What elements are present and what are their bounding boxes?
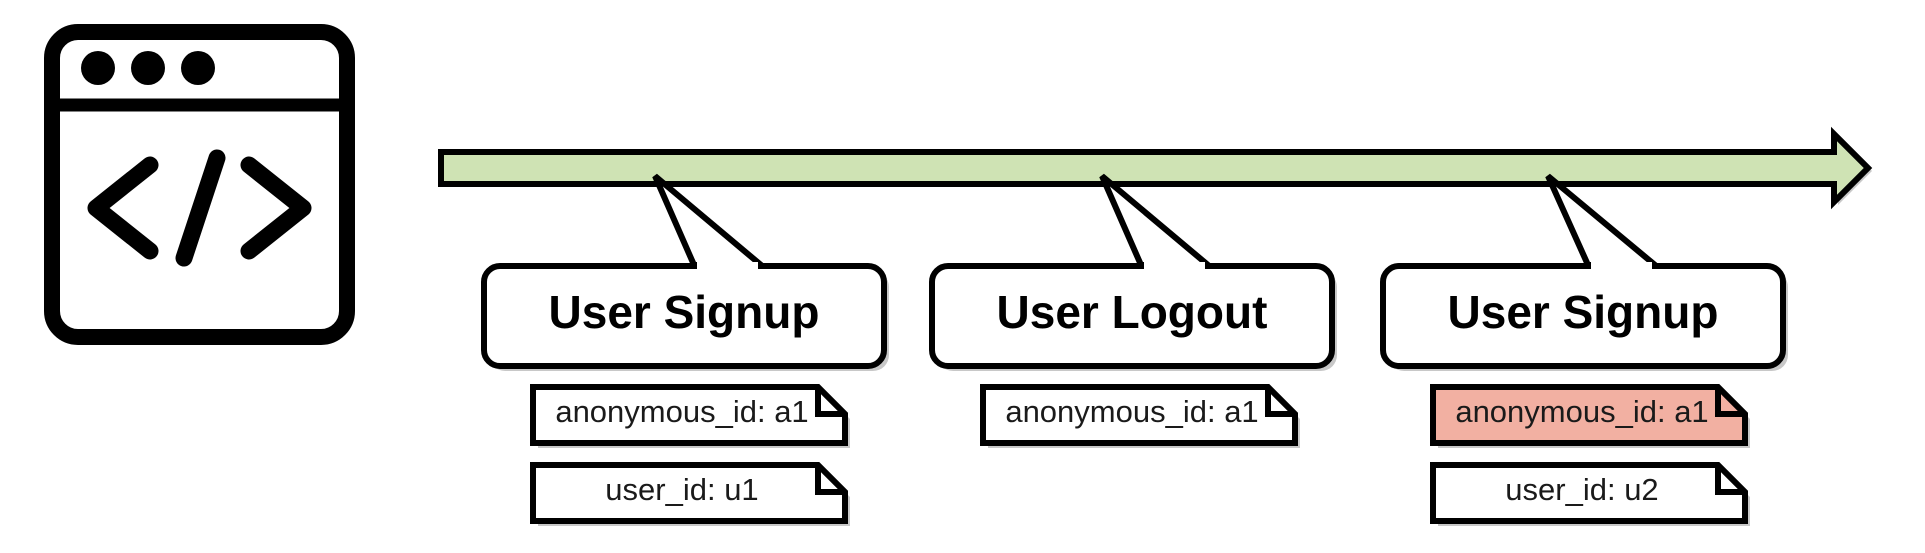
event-2-note-1-body[interactable] <box>980 384 1298 446</box>
event-1-note-1-text: anonymous_id: a1 <box>555 394 808 429</box>
event-3-note-2-fold-corner-icon <box>1715 465 1745 495</box>
event-3-title: User Signup <box>1448 286 1719 338</box>
event-1-note-1-group[interactable]: anonymous_id: a1 <box>530 384 850 448</box>
code-window-icon <box>44 24 355 345</box>
timeline-arrow-body <box>438 126 1873 210</box>
event-3-note-2-text: user_id: u2 <box>1505 472 1658 507</box>
event-1-note-1-body[interactable] <box>530 384 848 446</box>
event-3-note-2-group[interactable]: user_id: u2 <box>1430 462 1750 526</box>
event-3-note-1-body[interactable] <box>1430 384 1748 446</box>
event-2-callout-pointer <box>1099 173 1217 268</box>
angle-bracket-left-icon <box>87 156 159 260</box>
event-2-note-1-fold-corner-icon <box>1265 387 1295 417</box>
event-1-note-2-fold-corner-icon <box>815 465 845 495</box>
event-3-group[interactable]: User Signup <box>1380 173 1788 371</box>
event-2-group[interactable]: User Logout <box>929 173 1337 371</box>
event-1-title: User Signup <box>549 286 820 338</box>
timeline-arrow <box>438 126 1873 210</box>
event-3-callout-pointer <box>1545 173 1664 268</box>
event-1-note-2-group[interactable]: user_id: u1 <box>530 462 850 526</box>
event-2-note-1-group[interactable]: anonymous_id: a1 <box>980 384 1300 448</box>
event-3-box[interactable] <box>1380 263 1786 369</box>
event-1-note-2-text: user_id: u1 <box>605 472 758 507</box>
event-2-box[interactable] <box>929 263 1335 369</box>
event-3-note-1-group[interactable]: anonymous_id: a1 <box>1430 384 1750 448</box>
slash-icon <box>175 149 226 267</box>
window-dot-icon <box>181 51 215 85</box>
event-1-box[interactable] <box>481 263 887 369</box>
window-dot-icon <box>131 51 165 85</box>
event-1-note-2-body[interactable] <box>530 462 848 524</box>
window-dot-icon <box>81 51 115 85</box>
event-1-callout-pointer <box>652 173 770 268</box>
event-1-group[interactable]: User Signup <box>481 173 889 371</box>
angle-bracket-right-icon <box>240 156 312 260</box>
event-2-title: User Logout <box>997 286 1268 338</box>
event-3-note-1-fold-corner-icon <box>1715 387 1745 417</box>
event-1-note-1-fold-corner-icon <box>815 387 845 417</box>
event-3-note-2-body[interactable] <box>1430 462 1748 524</box>
event-2-note-1-text: anonymous_id: a1 <box>1005 394 1258 429</box>
event-3-note-1-text: anonymous_id: a1 <box>1455 394 1708 429</box>
